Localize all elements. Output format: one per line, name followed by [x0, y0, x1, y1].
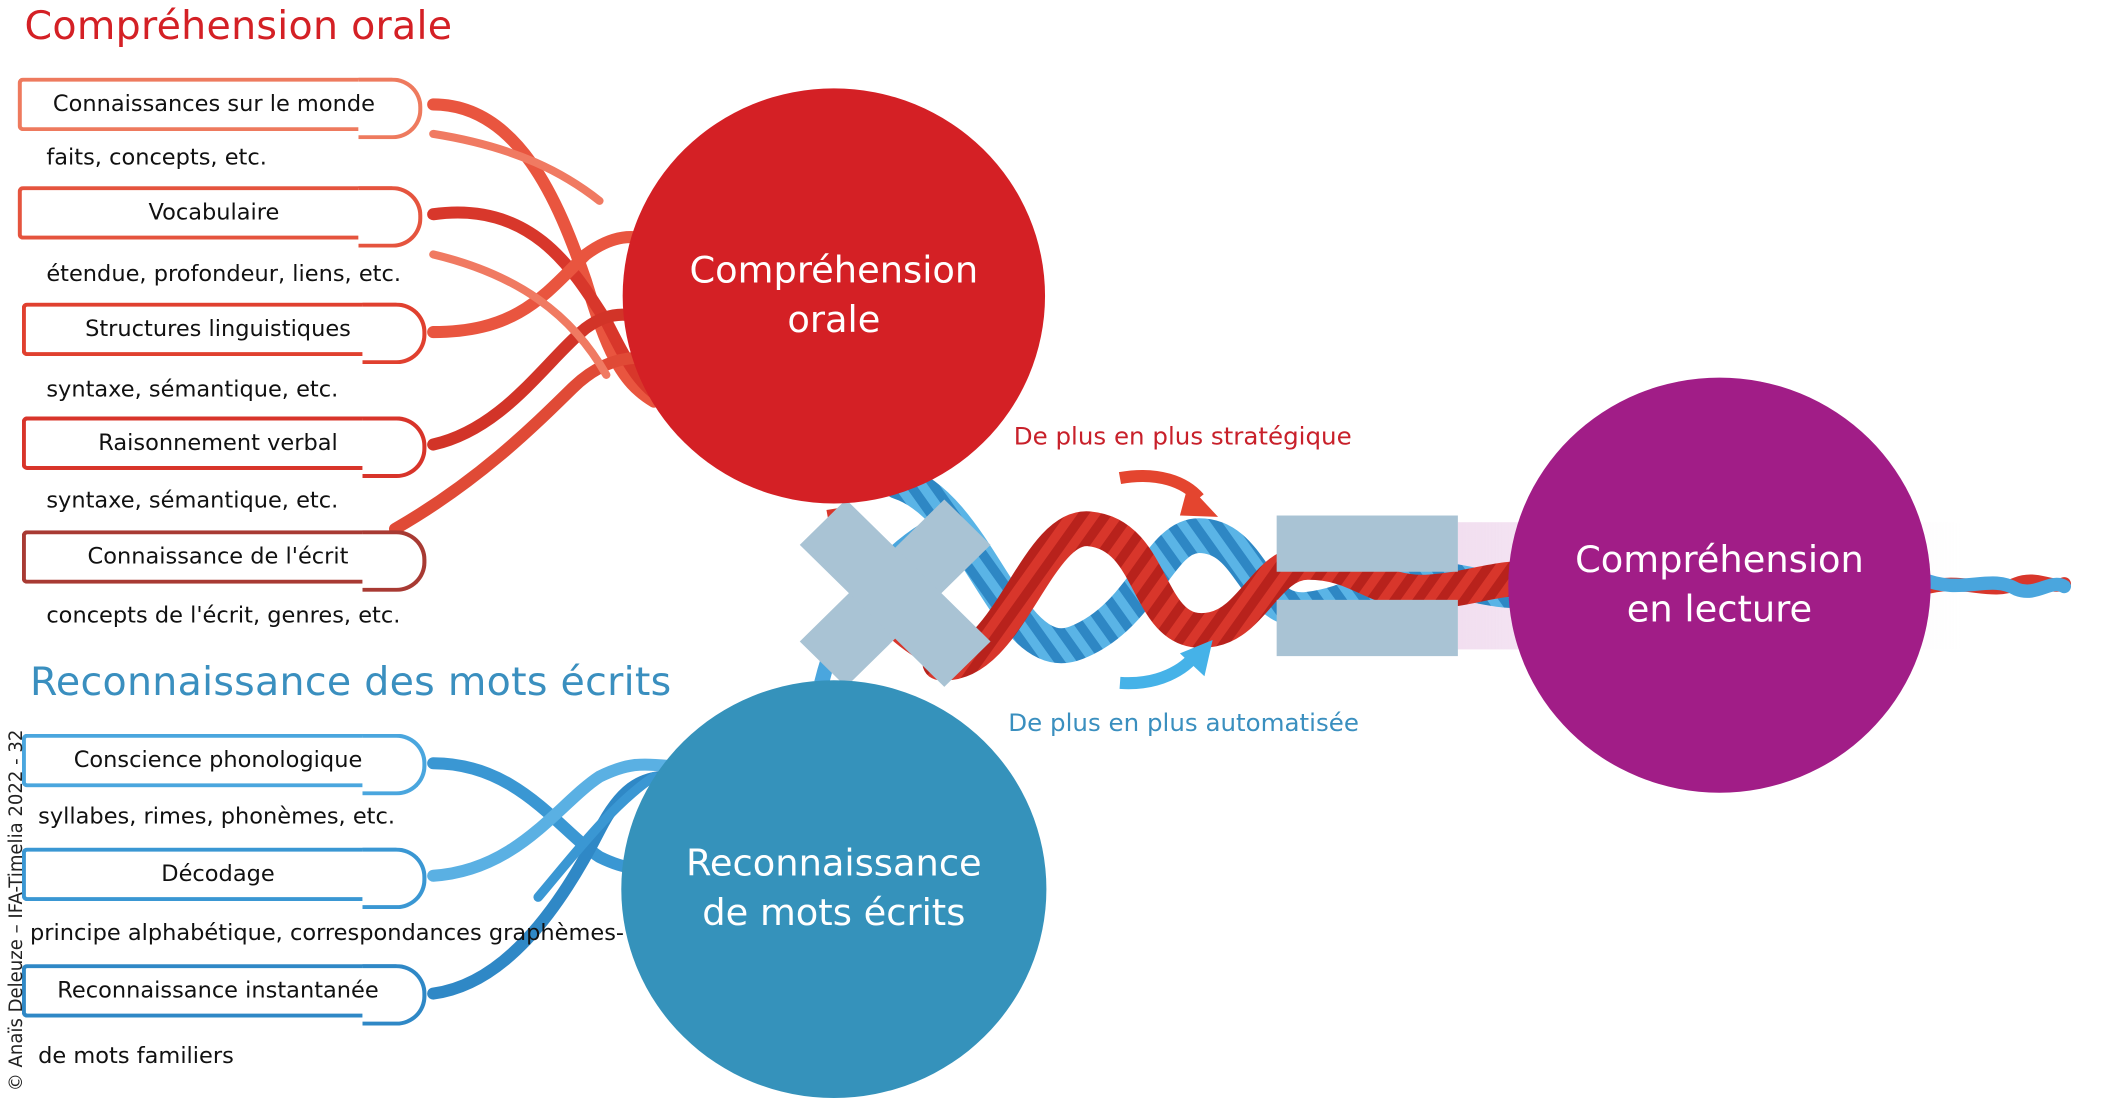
- word-recognition-circle: Reconnaissance de mots écrits: [621, 680, 1047, 1098]
- copyright-credit: © Anaïs Deleuze – IFA-Timelia 2022 - 32: [5, 729, 28, 1092]
- reading-comprehension-circle: Compréhension en lecture: [1508, 377, 1931, 793]
- skill-label: Reconnaissance instantanée: [57, 977, 379, 1003]
- skill-detail: faits, concepts, etc.: [46, 144, 267, 171]
- skill-detail: étendue, profondeur, liens, etc.: [46, 261, 402, 287]
- strategic-arrow: [1118, 469, 1219, 517]
- skill-box-decoding: Décodage: [21, 847, 427, 910]
- skill-box-verbal-reasoning: Raisonnement verbal: [21, 416, 427, 479]
- skill-detail: syllabes, rimes, phonèmes, etc.: [38, 803, 396, 829]
- automated-label: De plus en plus automatisée: [1008, 709, 1359, 738]
- skill-box-language-structures: Structures linguistiques: [21, 302, 427, 365]
- skill-label: Décodage: [161, 860, 275, 887]
- multiply-icon: [799, 499, 991, 687]
- circle-line: de mots écrits: [702, 893, 966, 935]
- strategic-label: De plus en plus stratégique: [1013, 423, 1352, 452]
- skill-detail: syntaxe, sémantique, etc.: [46, 376, 339, 402]
- skill-detail: de mots familiers: [38, 1043, 234, 1069]
- oral-comprehension-circle: Compréhension orale: [622, 88, 1046, 504]
- skill-label: Vocabulaire: [148, 199, 280, 225]
- skill-box-phonological-awareness: Conscience phonologique: [21, 733, 427, 796]
- oral-strands: [388, 98, 674, 535]
- circle-line: Compréhension: [1575, 539, 1864, 582]
- skill-label: Structures linguistiques: [85, 316, 351, 342]
- automated-arrow: [1119, 640, 1213, 690]
- skill-detail: principe alphabétique, correspondances g…: [29, 919, 625, 946]
- skill-label: Raisonnement verbal: [98, 429, 338, 456]
- oral-section-title: Compréhension orale: [24, 2, 453, 49]
- circle-line: Compréhension: [689, 250, 979, 292]
- circle-line: orale: [787, 299, 881, 342]
- word-section-title: Reconnaissance des mots écrits: [29, 658, 672, 705]
- skill-box-world-knowledge: Connaissances sur le monde: [17, 77, 423, 140]
- skill-box-vocabulary: Vocabulaire: [17, 186, 423, 248]
- equals-icon: [1276, 515, 1458, 657]
- circle-line: en lecture: [1626, 589, 1813, 631]
- skill-label: Conscience phonologique: [73, 747, 363, 773]
- skill-detail: concepts de l'écrit, genres, etc.: [46, 602, 401, 628]
- skill-box-print-knowledge: Connaissance de l'écrit: [21, 530, 427, 592]
- skill-box-sight-recognition: Reconnaissance instantanée: [21, 964, 427, 1026]
- circle-line: Reconnaissance: [685, 843, 982, 886]
- skill-label: Connaissances sur le monde: [52, 91, 375, 117]
- skill-label: Connaissance de l'écrit: [87, 543, 349, 570]
- skill-detail: syntaxe, sémantique, etc.: [46, 487, 339, 513]
